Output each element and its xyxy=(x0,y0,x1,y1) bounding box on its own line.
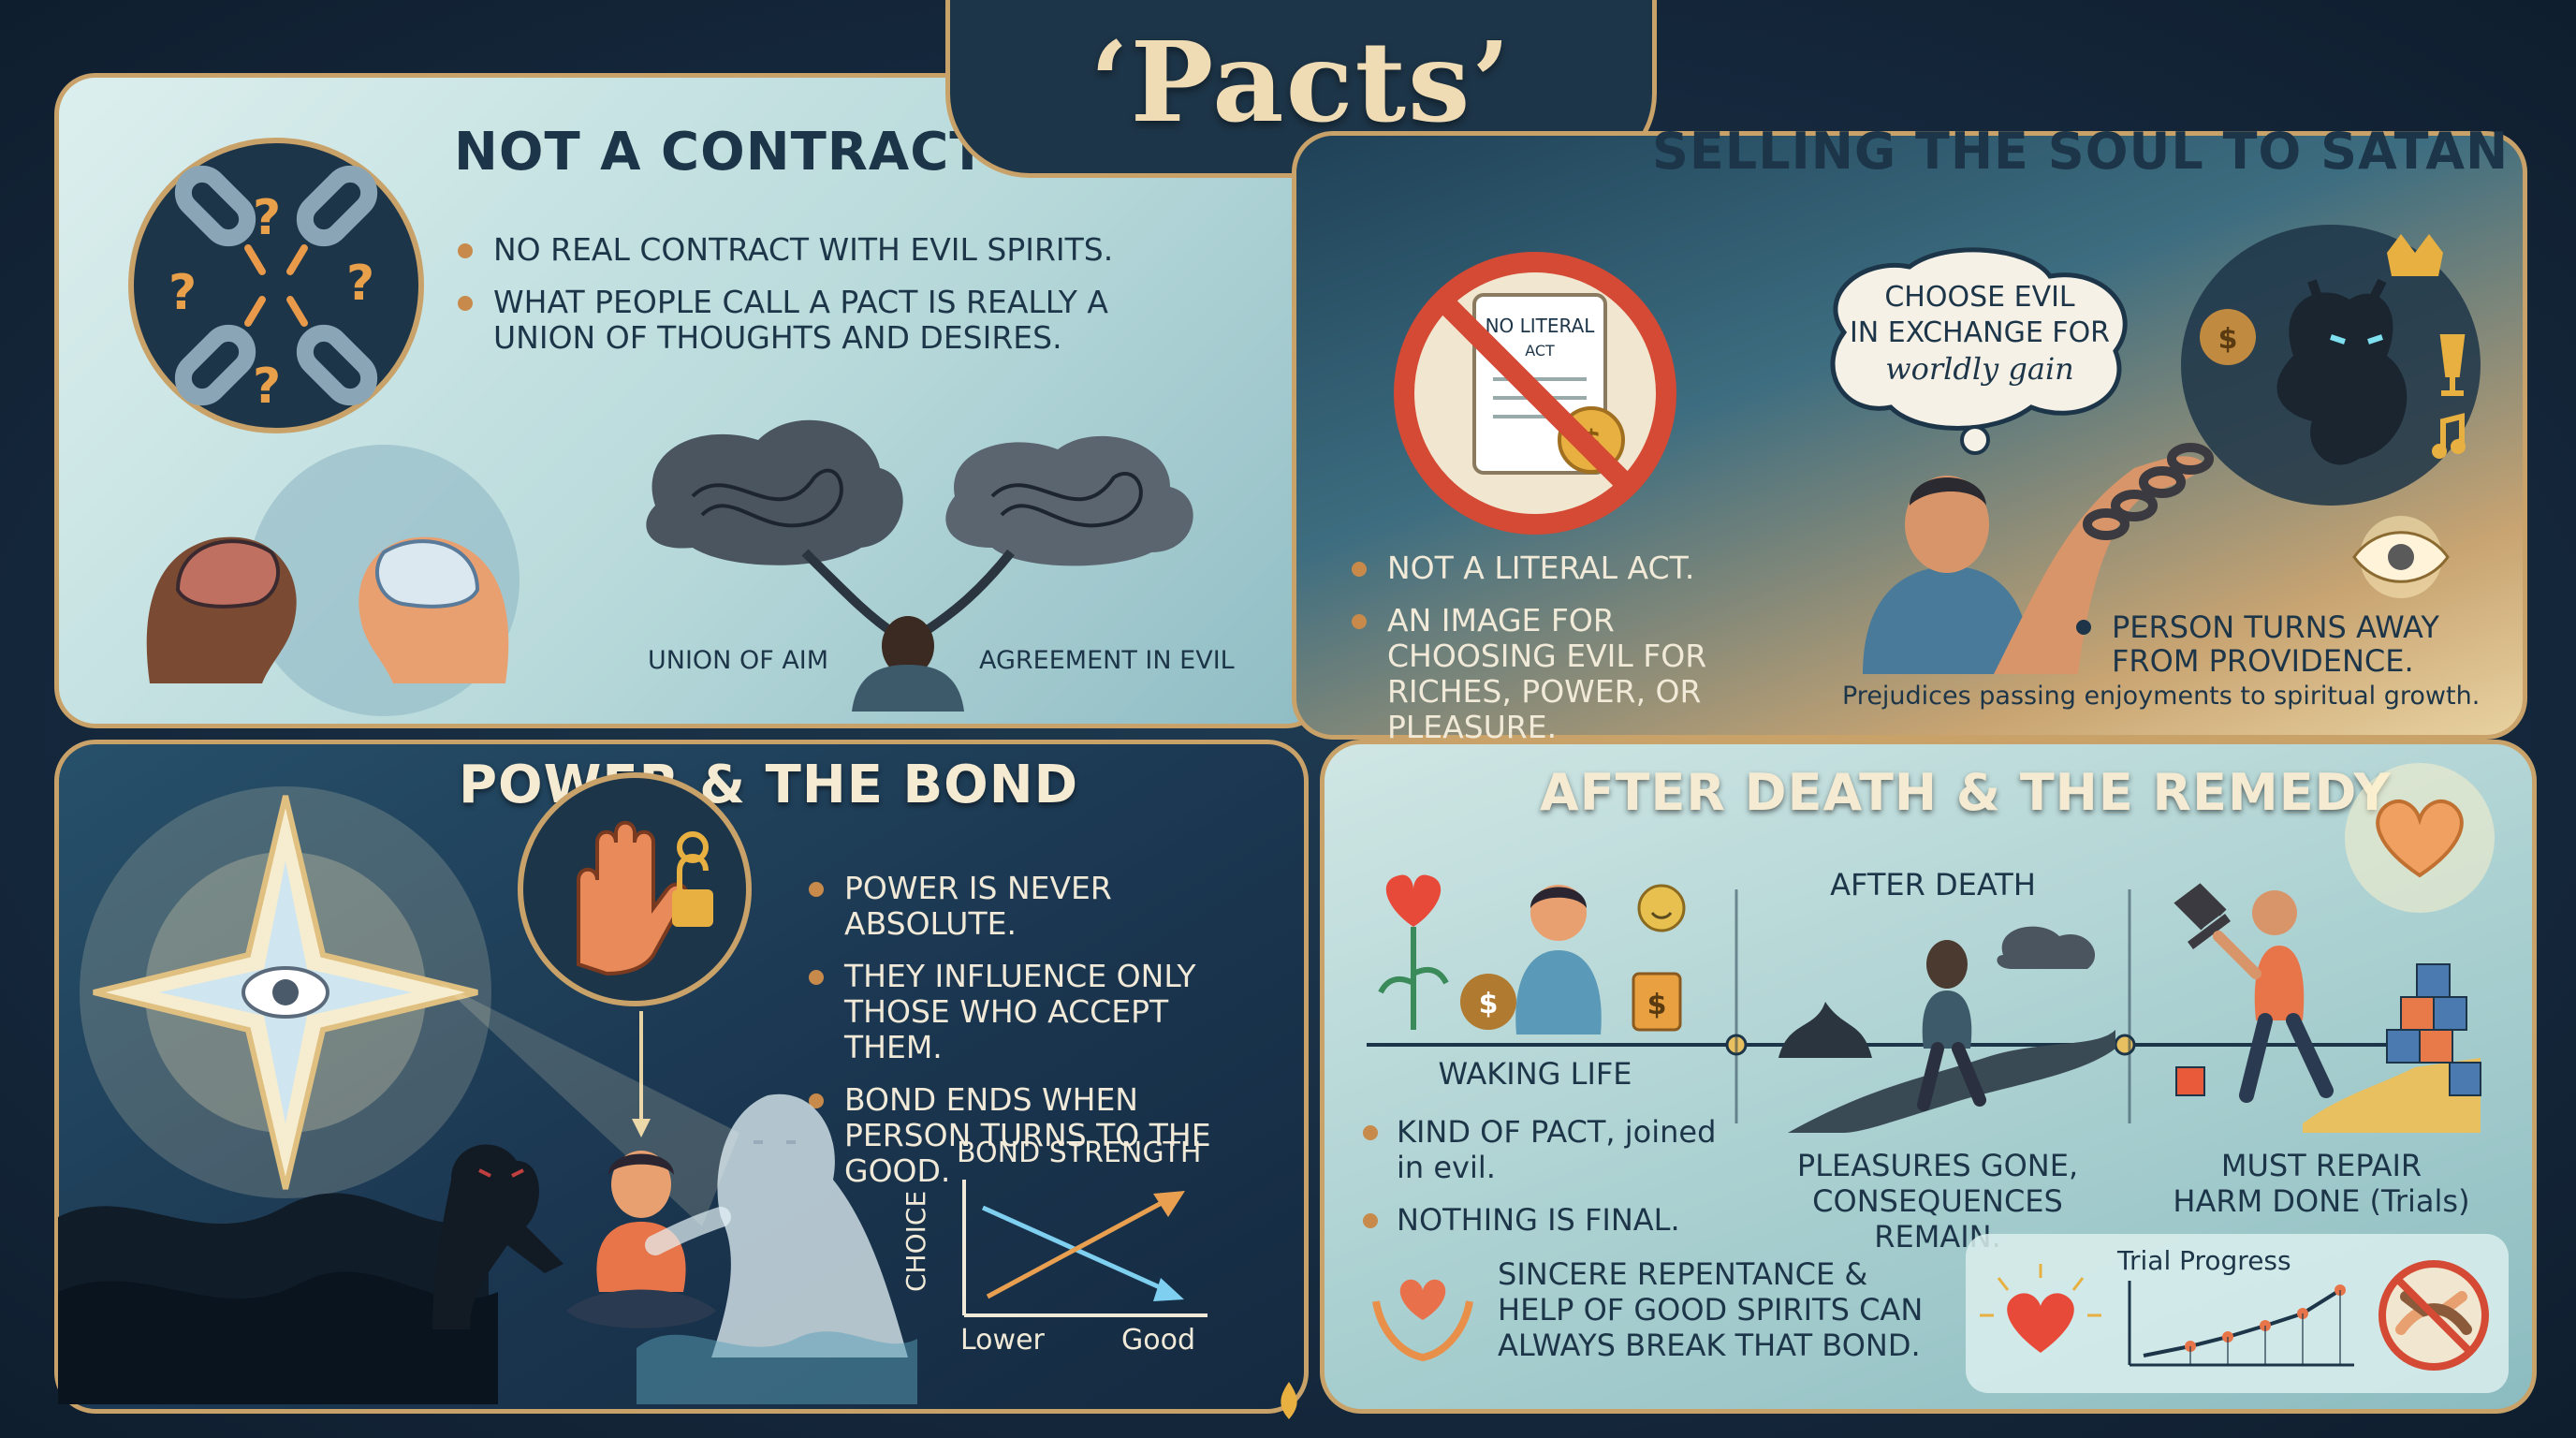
stage-dividers xyxy=(1734,889,2131,1123)
hand-and-lock-icon xyxy=(518,772,752,1006)
after-death-line-1: PLEASURES GONE, xyxy=(1796,1148,2079,1183)
bubble-line-1: CHOOSE EVIL xyxy=(1884,281,2075,314)
svg-text:?: ? xyxy=(168,265,197,321)
power-bullet-1: POWER IS NEVER ABSOLUTE. xyxy=(805,871,1273,942)
radiant-star-eye-icon xyxy=(80,786,491,1198)
waking-life-bullets: KIND OF PACT, joined in evil. NOTHING IS… xyxy=(1359,1114,1734,1238)
waking-bullet-2: NOTHING IS FINAL. xyxy=(1397,1202,1680,1238)
trial-progress-title: Trial Progress xyxy=(2117,1245,2291,1276)
repair-text: MUST REPAIR HARM DONE (Trials) xyxy=(2153,1148,2490,1219)
heading-after-death-remedy: AFTER DEATH & THE REMEDY xyxy=(1540,763,2392,822)
repair-with-hammer-scene-icon xyxy=(2174,883,2481,1133)
hands-holding-heart-icon xyxy=(1372,1279,1473,1362)
power-bullet-2: THEY INFLUENCE ONLY THOSE WHO ACCEPT THE… xyxy=(805,959,1273,1065)
repair-line-2: HARM DONE (Trials) xyxy=(2173,1183,2470,1219)
tangled-thought-clouds-icon xyxy=(646,419,1193,712)
demon-with-treasures-icon: $ xyxy=(2181,225,2481,506)
remedy-text: SINCERE REPENTANCE & HELP OF GOOD SPIRIT… xyxy=(1498,1256,1923,1363)
choice-line-increasing xyxy=(986,1196,1172,1299)
not-contract-bullet-2: WHAT PEOPLE CALL A PACT IS REALLY A UNIO… xyxy=(454,285,1165,356)
turn-away-bullet-dot xyxy=(2076,620,2091,635)
broken-chain-icon: ? ? ? ? xyxy=(128,138,424,433)
bubble-line-2: IN EXCHANGE FOR xyxy=(1850,316,2110,349)
turn-away-line-2: FROM PROVIDENCE. xyxy=(2112,643,2414,679)
heading-selling-the-soul: SELLING THE SOUL TO SATAN xyxy=(1652,122,2510,181)
waking-bullet-1: KIND OF PACT, joined in evil. xyxy=(1397,1114,1717,1185)
dark-waves-and-shadow-figure-icon xyxy=(58,1144,564,1404)
waking-bullet-dot-1 xyxy=(1363,1125,1378,1140)
selling-note: Prejudices passing enjoyments to spiritu… xyxy=(1842,682,2481,711)
selling-bullet-1: NOT A LITERAL ACT. xyxy=(1348,550,1741,586)
after-death-text: PLEASURES GONE, CONSEQUENCES REMAIN. xyxy=(1750,1148,2125,1255)
remedy-line-3: ALWAYS BREAK THAT BOND. xyxy=(1498,1328,1921,1363)
svg-text:?: ? xyxy=(253,359,281,415)
label-agreement-in-evil: AGREEMENT IN EVIL xyxy=(979,646,1235,675)
waking-life-scene-icon: $ $ xyxy=(1378,874,1686,1034)
waking-bullet-dot-2 xyxy=(1363,1213,1378,1228)
sign-text-act: ACT xyxy=(1525,342,1555,360)
turn-away-line-1: PERSON TURNS AWAY xyxy=(2112,609,2439,645)
no-literal-act-sign-icon: NO LITERAL ACT $ xyxy=(1394,252,1676,535)
wave-foreground xyxy=(637,1331,917,1404)
ghost-spirit-icon xyxy=(645,1093,908,1357)
not-contract-bullets: NO REAL CONTRACT WITH EVIL SPIRITS. WHAT… xyxy=(454,232,1165,373)
stage-after-death: AFTER DEATH xyxy=(1830,867,2036,902)
down-arrow-icon xyxy=(632,1011,651,1137)
page-title: ‘Pacts’ xyxy=(1090,17,1513,147)
not-contract-bullet-1: NO REAL CONTRACT WITH EVIL SPIRITS. xyxy=(454,232,1165,268)
svg-text:$: $ xyxy=(2218,323,2238,356)
repair-line-1: MUST REPAIR xyxy=(2220,1148,2422,1183)
remedy-line-2: HELP OF GOOD SPIRITS CAN xyxy=(1498,1292,1924,1328)
radiant-heart-icon xyxy=(1980,1264,2101,1353)
bubble-line-3: worldly gain xyxy=(1885,351,2074,387)
after-death-path-scene-icon xyxy=(1778,926,2115,1133)
bond-strength-chart xyxy=(962,1180,1208,1317)
bond-chart-ylabel: CHOICE xyxy=(900,1190,931,1292)
bond-chart-title: BOND STRENGTH xyxy=(957,1137,1202,1169)
flame-ornament-icon xyxy=(1281,1382,1297,1419)
two-heads-brains-icon xyxy=(146,445,520,716)
turn-away-text: PERSON TURNS AWAY FROM PROVIDENCE. xyxy=(2076,610,2488,678)
power-bullet-3: BOND ENDS WHEN PERSON TURNS TO THE GOOD. xyxy=(805,1082,1273,1189)
heading-not-a-contract: NOT A CONTRACT xyxy=(454,122,987,183)
bond-chart-x-left: Lower xyxy=(960,1324,1045,1357)
thought-bubble-icon: CHOOSE EVIL IN EXCHANGE FOR worldly gain xyxy=(1830,247,2128,455)
selling-bullet-2: AN IMAGE FOR CHOOSING EVIL FOR RICHES, P… xyxy=(1348,603,1741,745)
broken-bond-hands-icon xyxy=(2378,1260,2489,1371)
svg-text:$: $ xyxy=(1479,988,1499,1020)
eye-icon xyxy=(2352,516,2450,598)
chained-hand-and-person-icon xyxy=(1863,443,2214,674)
selling-bullets: NOT A LITERAL ACT. AN IMAGE FOR CHOOSING… xyxy=(1348,550,1741,762)
stage-waking-life: WAKING LIFE xyxy=(1438,1056,1632,1092)
svg-text:?: ? xyxy=(346,256,374,312)
trial-progress-chart xyxy=(2128,1281,2354,1367)
sign-text-no-literal: NO LITERAL xyxy=(1486,315,1596,337)
label-union-of-aim: UNION OF AIM xyxy=(648,646,829,675)
remedy-line-1: SINCERE REPENTANCE & xyxy=(1498,1256,1868,1292)
svg-text:$: $ xyxy=(1647,989,1667,1021)
shining-heart-icon xyxy=(2345,763,2495,913)
power-bullets: POWER IS NEVER ABSOLUTE. THEY INFLUENCE … xyxy=(805,871,1273,1206)
bond-chart-x-right: Good xyxy=(1121,1324,1195,1357)
svg-text:?: ? xyxy=(253,190,281,246)
